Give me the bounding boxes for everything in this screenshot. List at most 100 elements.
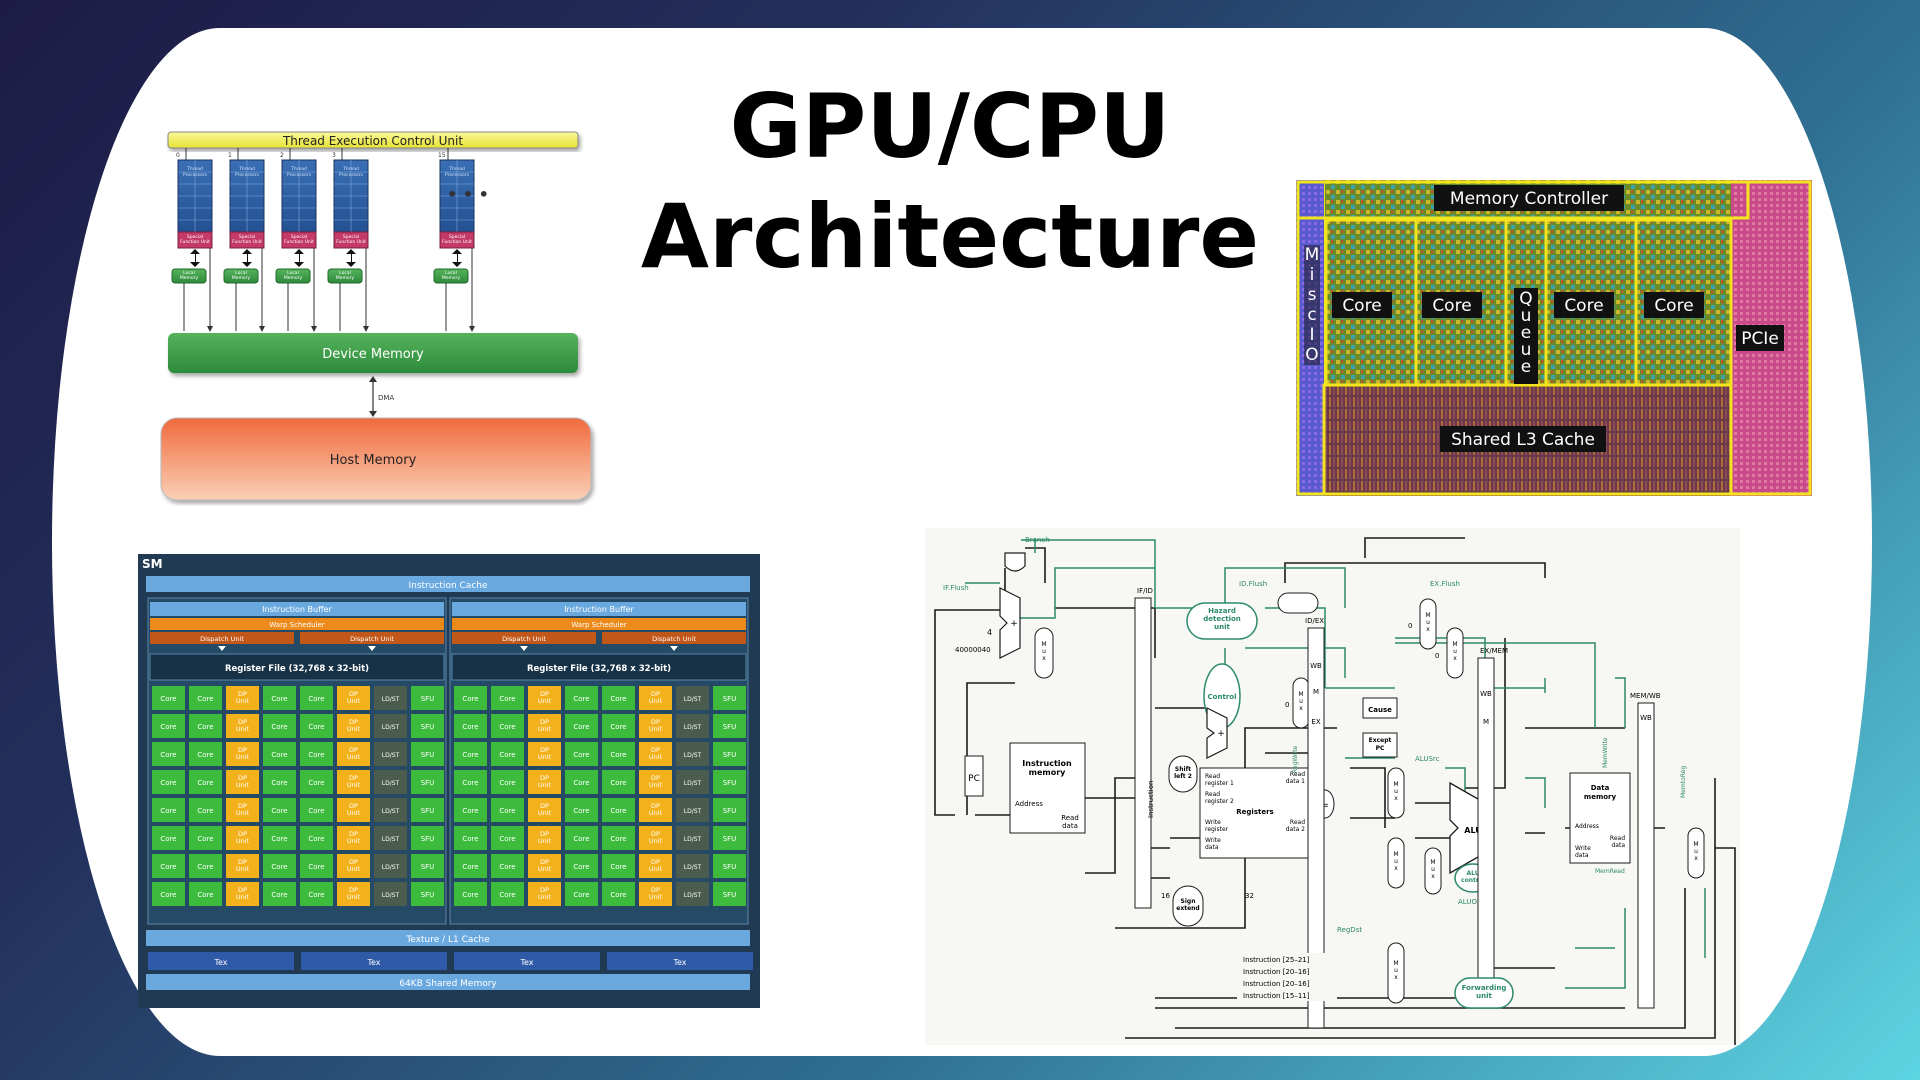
shared-memory-bar	[146, 974, 750, 990]
sm-unit-label: LD/ST	[684, 808, 702, 815]
sm-unit-cell	[226, 714, 259, 738]
sm-unit-label: LD/ST	[382, 724, 400, 731]
sm-unit-label: SFU	[723, 835, 737, 843]
instruction-buffer-bar	[452, 602, 746, 616]
sm-unit-cell	[189, 826, 222, 850]
control-mux-zero: 0	[1285, 701, 1289, 709]
sm-unit-cell	[152, 798, 185, 822]
sm-unit-cell	[337, 882, 370, 906]
instruction-25-21-label: Instruction [25–21]	[1243, 956, 1310, 964]
sm-unit-label: Core	[573, 723, 589, 731]
sm-unit-cell	[713, 714, 746, 738]
instruction-cache-label: Instruction Cache	[408, 581, 487, 591]
tex-unit-block	[301, 952, 447, 970]
sm-unit-label: Core	[271, 723, 287, 731]
sm-unit-cell	[602, 742, 635, 766]
address-const-label: 40000040	[955, 646, 991, 654]
sm-unit-cell	[639, 714, 672, 738]
sm-unit-cell	[676, 742, 709, 766]
sm-unit-cell	[411, 854, 444, 878]
dispatch-arrow	[368, 646, 376, 651]
sm-unit-label: Core	[462, 891, 478, 899]
instruction-buffer-label: Instruction Buffer	[564, 605, 634, 614]
sm-unit-label: SFU	[723, 779, 737, 787]
sm-unit-label: Core	[308, 723, 324, 731]
host-memory-box	[160, 417, 592, 501]
sign-extend-unit	[1172, 885, 1204, 927]
sm-unit-cell	[713, 882, 746, 906]
memread-label: MemRead	[1595, 868, 1625, 875]
sm-unit-label: LD/ST	[684, 864, 702, 871]
sm-unit-cell	[337, 798, 370, 822]
shift-left-2	[1168, 755, 1198, 793]
sm-unit-cell	[602, 882, 635, 906]
tex-unit-label: Tex	[366, 958, 380, 967]
writeback-mux	[1687, 827, 1705, 879]
local-memory-arrows	[242, 249, 252, 267]
sm-unit-cell	[226, 854, 259, 878]
branch-label: Branch	[1025, 536, 1050, 544]
sm-unit-cell	[226, 798, 259, 822]
sm-unit-cell	[152, 854, 185, 878]
sm-unit-cell	[528, 854, 561, 878]
control-unit-label: Thread Execution Control Unit	[282, 134, 463, 148]
dispatch-unit-label: Dispatch Unit	[200, 635, 244, 643]
sm-unit-label: LD/ST	[382, 892, 400, 899]
sm-unit-cell	[300, 742, 333, 766]
texture-cache-bar	[146, 930, 750, 946]
sm-unit-cell	[676, 798, 709, 822]
sm-unit-cell	[565, 826, 598, 850]
sm-unit-cell	[491, 714, 524, 738]
sm-unit-label: Core	[308, 863, 324, 871]
sm-unit-label: Core	[308, 891, 324, 899]
memory-controller-label: Memory Controller	[1450, 189, 1608, 209]
sm-unit-cell	[152, 826, 185, 850]
sm-unit-label: Core	[160, 863, 176, 871]
warp-scheduler-label: Warp Scheduler	[269, 621, 324, 629]
sm-unit-label: SFU	[421, 891, 435, 899]
pcie-label: PCIe	[1741, 329, 1779, 349]
sm-unit-cell	[374, 770, 407, 794]
sm-unit-cell	[454, 770, 487, 794]
sm-unit-cell	[411, 798, 444, 822]
dispatch-unit-bar	[150, 632, 294, 644]
sm-block-diagram: SM Instruction Cache Instruction BufferW…	[138, 554, 760, 1008]
local-memory-block	[223, 268, 259, 284]
mem-wb-label: MEM/WB	[1630, 692, 1661, 700]
aluop-label: ALUOp	[1458, 898, 1482, 906]
sm-unit-cell	[676, 770, 709, 794]
device-memory-arrow	[311, 326, 317, 332]
misc-io-chip	[1304, 245, 1320, 365]
title-line-2: Architecture	[640, 185, 1260, 288]
instruction-buffer-bar	[150, 602, 444, 616]
sm-unit-cell	[491, 742, 524, 766]
sm-unit-label: Core	[197, 751, 213, 759]
host-memory-label: Host Memory	[330, 453, 417, 468]
